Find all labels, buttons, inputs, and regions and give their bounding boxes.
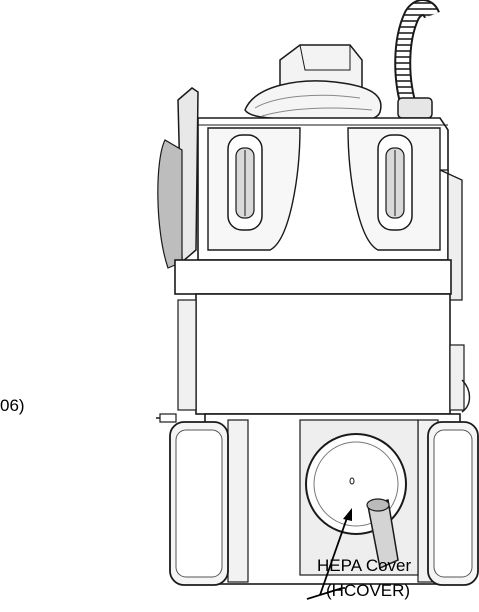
wheel-right (427, 421, 479, 586)
caster-left (207, 127, 301, 251)
right-panel (439, 169, 463, 301)
side-handle (157, 87, 199, 269)
wheel-left (169, 421, 229, 586)
callout-arrow (306, 508, 352, 600)
hepa-latch (366, 498, 399, 570)
hose-loop (244, 80, 382, 123)
hepa-cover-code-label: (HCOVER) (326, 581, 411, 600)
hepa-cover (299, 419, 419, 576)
hepa-cover-label: HEPA Cover (317, 556, 412, 575)
middle-body (174, 259, 471, 415)
flex-hose (394, 0, 440, 119)
partial-label-left: 06) (0, 396, 25, 415)
valve-fitting (156, 413, 177, 423)
caster-right (347, 127, 441, 251)
